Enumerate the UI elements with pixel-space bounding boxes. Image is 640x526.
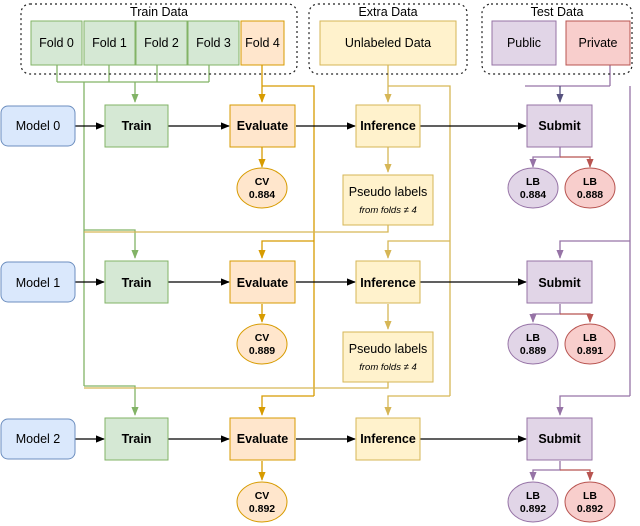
fold-3-label: Fold 3	[196, 36, 231, 50]
public-label: Public	[507, 36, 541, 50]
cv-value: 0.884	[249, 189, 275, 201]
lb-label: LB	[583, 490, 597, 502]
evaluate-step-1: Evaluate	[229, 260, 296, 304]
lb-private-value: 0.892	[577, 503, 603, 515]
evaluate-step-0: Evaluate	[229, 104, 296, 148]
lb-connectors	[529, 147, 594, 481]
unlabeled-data-label: Unlabeled Data	[345, 36, 431, 50]
pseudo-note: from folds ≠ 4	[359, 362, 416, 373]
connectors	[56, 65, 631, 481]
train-data-group: Train Data	[20, 3, 298, 75]
fold-4-label: Fold 4	[245, 36, 280, 50]
train-data-title: Train Data	[130, 5, 188, 19]
evaluate-step-2: Evaluate	[229, 417, 296, 461]
model-0: Model 0	[0, 105, 76, 147]
pseudo-title: Pseudo labels	[349, 185, 428, 199]
lb-private-2: LB 0.892	[564, 481, 616, 523]
fold-0-label: Fold 0	[39, 36, 74, 50]
pseudo-title: Pseudo labels	[349, 342, 428, 356]
pseudo-labels-1: Pseudo labels from folds ≠ 4	[342, 331, 434, 383]
model-2-label: Model 2	[16, 432, 61, 446]
submit-label: Submit	[538, 119, 581, 133]
inference-step-1: Inference	[355, 260, 421, 304]
train-label: Train	[122, 276, 152, 290]
submit-step-2: Submit	[526, 417, 593, 461]
private-test-box: Private	[565, 20, 631, 66]
extra-data-title: Extra Data	[358, 5, 417, 19]
train-label: Train	[122, 432, 152, 446]
fold-1-label: Fold 1	[92, 36, 127, 50]
evaluate-label: Evaluate	[237, 432, 288, 446]
test-data-connectors	[525, 65, 631, 416]
lb-label: LB	[583, 176, 597, 188]
cv-label: CV	[255, 176, 270, 188]
private-label: Private	[579, 36, 618, 50]
model-2: Model 2	[0, 418, 76, 460]
fold-3: Fold 3	[187, 20, 240, 66]
evaluate-label: Evaluate	[237, 119, 288, 133]
inference-label: Inference	[360, 119, 416, 133]
row-flow-arrows	[75, 122, 527, 443]
fold-1: Fold 1	[83, 20, 136, 66]
extra-data-connectors	[84, 65, 451, 416]
evaluate-label: Evaluate	[237, 276, 288, 290]
cv-value: 0.892	[249, 503, 275, 515]
model-0-label: Model 0	[16, 119, 61, 133]
lb-label: LB	[526, 176, 540, 188]
extra-data-group: Extra Data	[308, 3, 468, 75]
train-step-2: Train	[104, 417, 169, 461]
cv-score-2: CV 0.892	[236, 481, 288, 523]
test-data-group: Test Data	[481, 3, 633, 75]
train-label: Train	[122, 119, 152, 133]
fold-0: Fold 0	[30, 20, 83, 66]
lb-private-value: 0.891	[577, 345, 603, 357]
lb-public-value: 0.884	[520, 189, 546, 201]
cv-score-1: CV 0.889	[236, 323, 288, 365]
fold-4: Fold 4	[240, 20, 285, 66]
model-1-label: Model 1	[16, 276, 61, 290]
submit-label: Submit	[538, 432, 581, 446]
lb-label: LB	[583, 332, 597, 344]
unlabeled-data-box: Unlabeled Data	[319, 20, 457, 66]
fold4-connectors	[258, 65, 315, 481]
inference-step-2: Inference	[355, 417, 421, 461]
pseudo-labels-0: Pseudo labels from folds ≠ 4	[342, 174, 434, 226]
train-data-connectors	[56, 65, 210, 416]
pseudo-note: from folds ≠ 4	[359, 205, 416, 216]
inference-label: Inference	[360, 276, 416, 290]
lb-public-1: LB 0.889	[507, 323, 559, 365]
model-1: Model 1	[0, 261, 76, 303]
lb-private-1: LB 0.891	[564, 323, 616, 365]
fold-2: Fold 2	[135, 20, 188, 66]
test-data-title: Test Data	[531, 5, 584, 19]
lb-private-0: LB 0.888	[564, 167, 616, 209]
public-test-box: Public	[491, 20, 557, 66]
lb-label: LB	[526, 332, 540, 344]
submit-step-1: Submit	[526, 260, 593, 304]
inference-label: Inference	[360, 432, 416, 446]
lb-public-value: 0.892	[520, 503, 546, 515]
cv-score-0: CV 0.884	[236, 167, 288, 209]
fold-2-label: Fold 2	[144, 36, 179, 50]
submit-label: Submit	[538, 276, 581, 290]
submit-step-0: Submit	[526, 104, 593, 148]
train-step-0: Train	[104, 104, 169, 148]
cv-label: CV	[255, 490, 270, 502]
lb-public-value: 0.889	[520, 345, 546, 357]
lb-label: LB	[526, 490, 540, 502]
inference-step-0: Inference	[355, 104, 421, 148]
lb-public-2: LB 0.892	[507, 481, 559, 523]
train-step-1: Train	[104, 260, 169, 304]
lb-public-0: LB 0.884	[507, 167, 559, 209]
lb-private-value: 0.888	[577, 189, 603, 201]
cv-label: CV	[255, 332, 270, 344]
cv-value: 0.889	[249, 345, 275, 357]
